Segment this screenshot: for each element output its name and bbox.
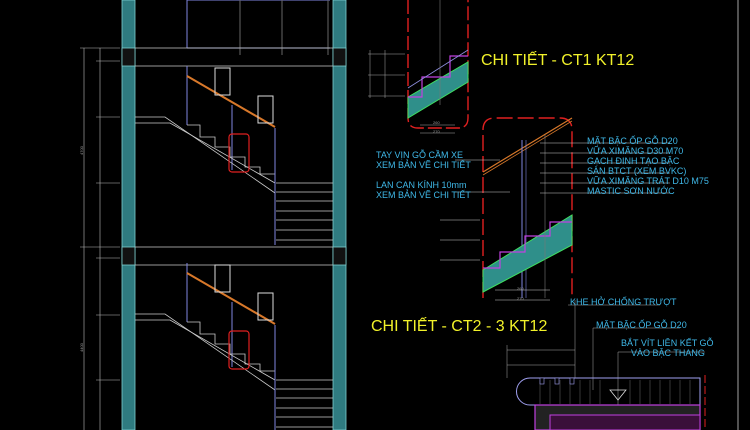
dim-left-lower: 4400 [79, 343, 84, 352]
label-wood-tread-ct3: MẶT BẬC ỐP GỖ D20 [596, 320, 687, 330]
title-ct1: CHI TIẾT - CT1 KT12 [481, 52, 635, 69]
label-handrail: TAY VỊN GỖ CẦM XE [376, 150, 464, 160]
dim-ct1-tread: 260 [433, 120, 440, 125]
label-rc-slab: SÀN BTCT (XEM BVKC) [587, 166, 687, 176]
label-anti-slip-groove: KHE HỞ CHỐNG TRƯỢT [570, 297, 677, 307]
label-brick-step: GẠCH ĐINH TẠO BẬC [587, 156, 680, 166]
dim-ct2-total: 270 [517, 296, 524, 301]
label-mastic-paint: MASTIC SƠN NƯỚC [587, 186, 675, 196]
walls [121, 0, 347, 430]
title-ct23: CHI TIẾT - CT2 - 3 KT12 [371, 318, 548, 335]
top-railing [186, 0, 330, 55]
dim-left-upper: 4700 [79, 146, 84, 155]
label-glass-railing: LAN CAN KÍNH 10mm [376, 180, 467, 190]
stair-flight-upper [135, 66, 333, 245]
label-mortar-d30: VỮA XIMĂNG D30 M70 [587, 146, 684, 156]
label-plaster: VỮA XIMĂNG TRÁT D10 M75 [587, 176, 709, 186]
detail-ct2 [440, 117, 670, 301]
vertical-dimension-chain [80, 47, 120, 430]
label-see-detail-2: XEM BẢN VẼ CHI TIẾT [376, 190, 471, 200]
stair-flight-lower [134, 262, 334, 430]
label-see-detail-1: XEM BẢN VẼ CHI TIẾT [376, 160, 471, 170]
label-into-step: VÀO BẬC THANG [631, 348, 705, 358]
dim-ct2-tread: 260 [517, 286, 524, 291]
dim-ct1-total: 270 [433, 129, 440, 134]
label-screw: BẮT VÍT LIÊN KẾT GỖ [621, 338, 714, 348]
detail-ct1 [368, 0, 469, 134]
label-wood-tread: MẶT BẬC ỐP GỖ D20 [587, 136, 678, 146]
detail-ct3 [506, 0, 739, 430]
